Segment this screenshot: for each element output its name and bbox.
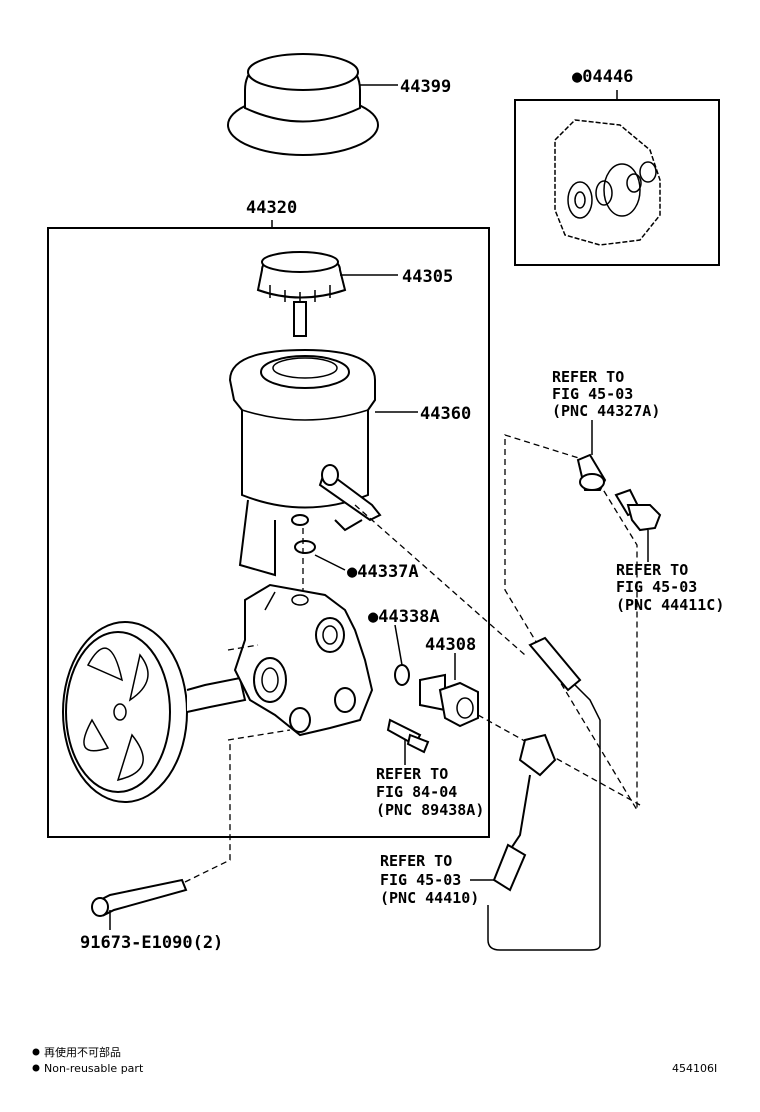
refer-89438A: REFER TO FIG 84-04 (PNC 89438A) bbox=[376, 740, 484, 819]
label-44360: 44360 bbox=[420, 404, 471, 424]
svg-text:FIG 84-04: FIG 84-04 bbox=[376, 783, 457, 801]
legend-en: Non-reusable part bbox=[44, 1062, 144, 1075]
refer-44411C: REFER TO FIG 45-03 (PNC 44411C) bbox=[616, 561, 724, 614]
mounting-bolt bbox=[91, 740, 231, 930]
return-hose bbox=[487, 636, 601, 951]
o-ring-44338A bbox=[394, 664, 410, 686]
svg-text:REFER TO: REFER TO bbox=[380, 852, 452, 870]
label-44305: 44305 bbox=[402, 267, 453, 287]
svg-text:REFER TO: REFER TO bbox=[616, 561, 688, 579]
gasket-kit-parts bbox=[554, 119, 661, 246]
label-44337A: ●44337A bbox=[347, 562, 419, 582]
pump-body bbox=[233, 583, 374, 737]
refer-44410: REFER TO FIG 45-03 (PNC 44410) bbox=[380, 852, 495, 907]
label-44399: 44399 bbox=[400, 77, 451, 97]
svg-text:(PNC 44327A): (PNC 44327A) bbox=[552, 402, 660, 420]
svg-text:(PNC 44410): (PNC 44410) bbox=[380, 889, 479, 907]
hose-clamp bbox=[576, 453, 607, 491]
svg-text:REFER TO: REFER TO bbox=[376, 765, 448, 783]
reservoir-cover-44399 bbox=[227, 53, 398, 156]
legend-jp: 再使用不可部品 bbox=[44, 1045, 121, 1059]
union-bolt bbox=[614, 488, 662, 532]
hose-dashed-group bbox=[504, 434, 638, 813]
label-44338A: ●44338A bbox=[368, 607, 440, 627]
svg-text:(PNC 89438A): (PNC 89438A) bbox=[376, 801, 484, 819]
o-ring-44337A bbox=[294, 540, 316, 554]
svg-text:(PNC 44411C): (PNC 44411C) bbox=[616, 596, 724, 614]
refer-44327A: REFER TO FIG 45-03 (PNC 44327A) bbox=[552, 368, 660, 420]
figure-id: 454106I bbox=[672, 1062, 717, 1075]
pressure-switch bbox=[386, 718, 430, 754]
legend: 再使用不可部品 Non-reusable part bbox=[32, 1045, 144, 1075]
svg-text:FIG 45-03: FIG 45-03 bbox=[616, 578, 697, 596]
reservoir-tank-44360 bbox=[228, 348, 418, 577]
label-44308: 44308 bbox=[425, 635, 476, 655]
label-bolt: 91673-E1090(2) bbox=[80, 933, 223, 953]
union-fitting-44308 bbox=[419, 653, 479, 728]
svg-text:REFER TO: REFER TO bbox=[552, 368, 624, 386]
reservoir-cap-44305 bbox=[256, 251, 398, 337]
pump-pulley bbox=[62, 621, 247, 803]
svg-text:FIG 45-03: FIG 45-03 bbox=[380, 871, 461, 889]
label-04446: ●04446 bbox=[572, 67, 633, 87]
label-44320: 44320 bbox=[246, 198, 297, 218]
svg-text:FIG 45-03: FIG 45-03 bbox=[552, 385, 633, 403]
